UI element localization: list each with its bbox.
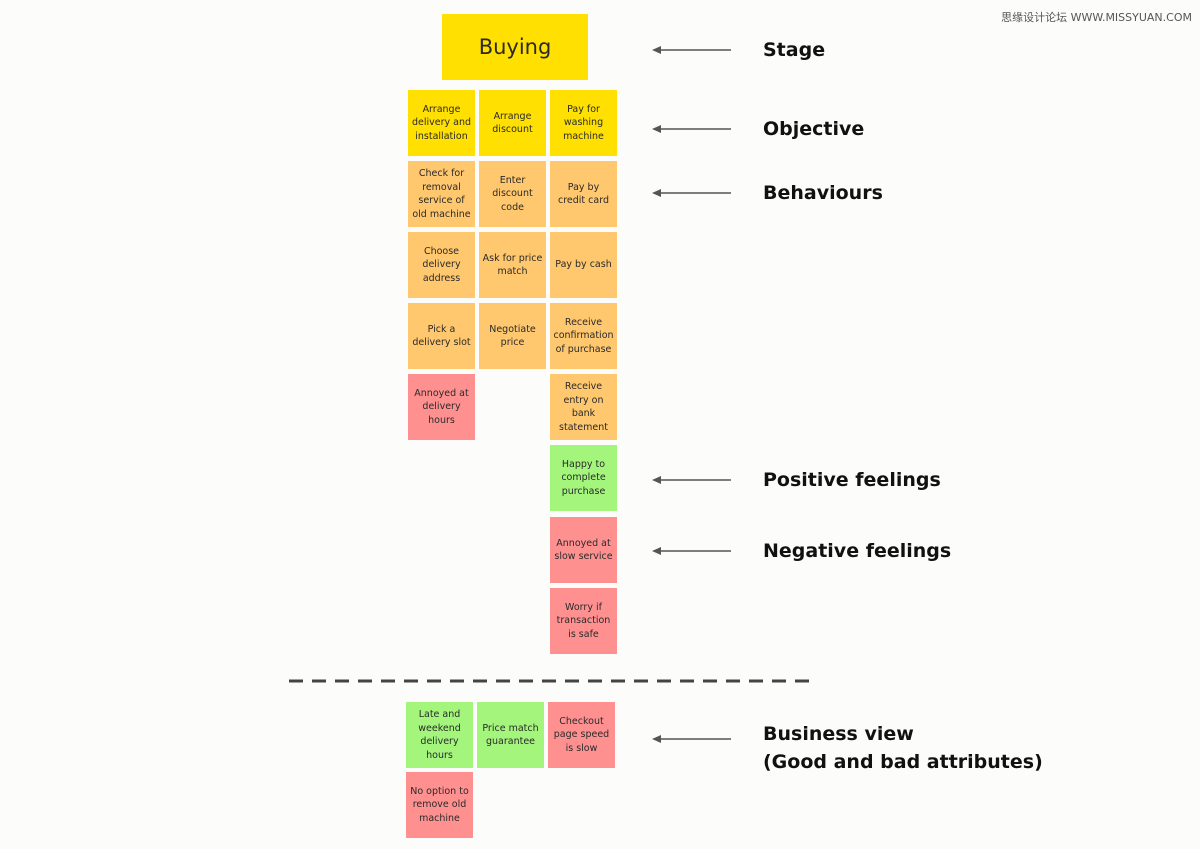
behaviour-note: Receive entry on bank statement <box>550 374 617 440</box>
business-good-note: Late and weekend delivery hours <box>406 702 473 768</box>
behaviour-note: Receive confirmation of purchase <box>550 303 617 369</box>
arrow-left-icon <box>652 547 731 555</box>
label-negative-feelings: Negative feelings <box>763 540 952 562</box>
behaviour-note: Ask for price match <box>479 232 546 298</box>
label-business-attributes: (Good and bad attributes) <box>763 751 1043 773</box>
negative-feeling-note: Worry if transaction is safe <box>550 588 617 654</box>
label-objective: Objective <box>763 118 865 140</box>
behaviour-note: Choose delivery address <box>408 232 475 298</box>
label-business-view: Business view <box>763 723 914 745</box>
objective-note: Pay for washing machine <box>550 90 617 156</box>
stage-card: Buying <box>442 14 588 80</box>
negative-feeling-note: Annoyed at delivery hours <box>408 374 475 440</box>
behaviour-note: Pay by cash <box>550 232 617 298</box>
arrow-left-icon <box>652 46 731 54</box>
negative-feeling-note: Annoyed at slow service <box>550 517 617 583</box>
arrow-left-icon <box>652 125 731 133</box>
business-bad-note: Checkout page speed is slow <box>548 702 615 768</box>
behaviour-note: Check for removal service of old machine <box>408 161 475 227</box>
arrow-left-icon <box>652 735 731 743</box>
behaviour-note: Pick a delivery slot <box>408 303 475 369</box>
business-bad-note: No option to remove old machine <box>406 772 473 838</box>
arrow-left-icon <box>652 189 731 197</box>
label-positive-feelings: Positive feelings <box>763 469 941 491</box>
behaviour-note: Pay by credit card <box>550 161 617 227</box>
behaviour-note: Negotiate price <box>479 303 546 369</box>
label-stage: Stage <box>763 39 826 61</box>
business-good-note: Price match guarantee <box>477 702 544 768</box>
positive-feeling-note: Happy to complete purchase <box>550 445 617 511</box>
objective-note: Arrange delivery and installation <box>408 90 475 156</box>
arrow-left-icon <box>652 476 731 484</box>
behaviour-note: Enter discount code <box>479 161 546 227</box>
label-behaviours: Behaviours <box>763 182 883 204</box>
watermark: 思缘设计论坛 WWW.MISSYUAN.COM <box>1001 11 1192 24</box>
objective-note: Arrange discount <box>479 90 546 156</box>
dashed-divider <box>289 679 815 683</box>
